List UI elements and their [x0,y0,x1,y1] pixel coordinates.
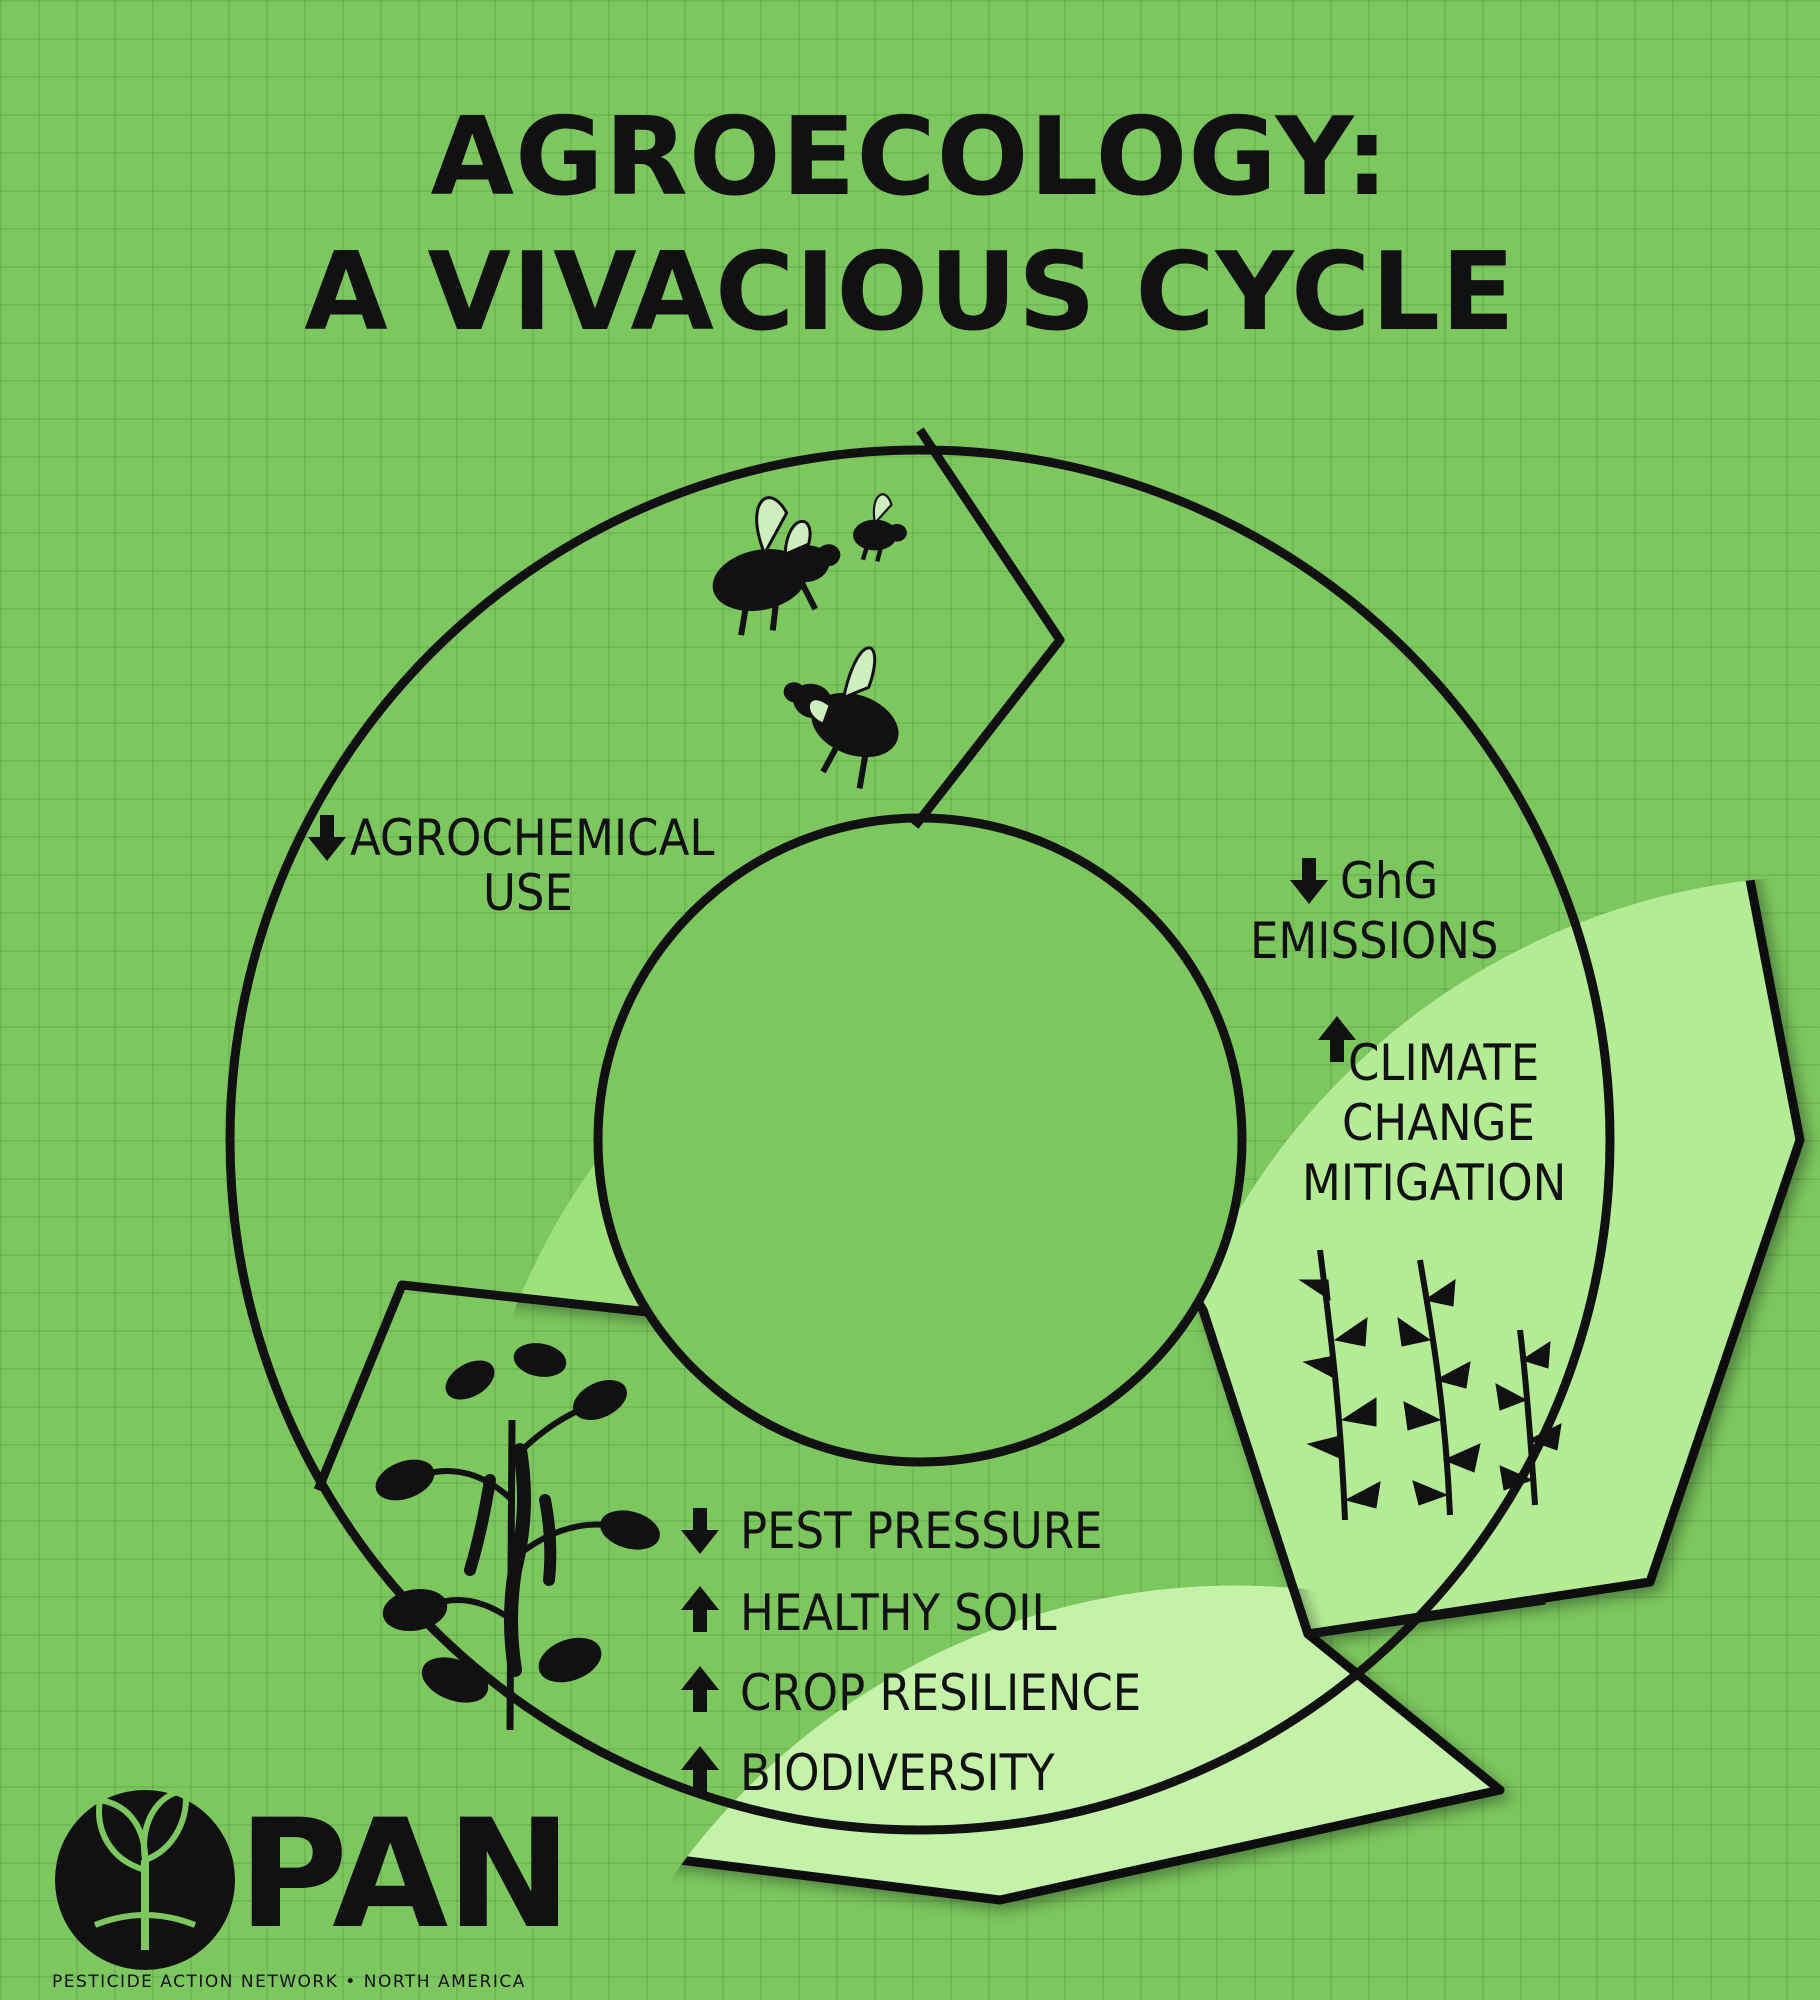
agrochemical-line-2: USE [483,864,573,922]
seam-right-arrow [1198,1308,1546,1639]
soil-item-2: HEALTHY SOIL [740,1584,1057,1642]
title-line-2: A VIVACIOUS CYCLE [304,230,1516,355]
soil-item-1: PEST PRESSURE [740,1502,1102,1560]
ferns-icon [1298,1249,1562,1521]
mitigation-line-3: MITIGATION [1302,1154,1566,1212]
mitigation-line-1: CLIMATE [1348,1034,1539,1092]
title-line-1: AGROECOLOGY: [430,95,1390,220]
soil-label-list: PEST PRESSURE HEALTHY SOIL CROP RESILIEN… [681,1502,1141,1802]
arrow-up-icon [1318,1016,1356,1062]
mitigation-line-2: CHANGE [1342,1094,1535,1152]
emissions-line-2: EMISSIONS [1250,912,1499,970]
emissions-line-1: GhG [1340,852,1438,910]
seedling-logo-icon [55,1786,235,1970]
seam-top-arrow [911,427,1065,829]
arrow-up-icon [681,1666,719,1712]
arrow-down-icon [681,1508,719,1554]
arrow-up-icon [681,1586,719,1632]
seam-left-arrow [313,1280,649,1492]
soil-item-4: BIODIVERSITY [740,1744,1055,1802]
mitigation-label: CLIMATE CHANGE MITIGATION [1302,1016,1566,1212]
bean-plant-icon [375,1343,660,1731]
agrochemical-line-1: AGROCHEMICAL [350,809,714,867]
soil-item-3: CROP RESILIENCE [740,1664,1141,1722]
ring-outer-outline [225,445,1615,1835]
arrow-up-icon [681,1746,719,1792]
bees-icon [712,493,907,789]
logo-subtitle: PESTICIDE ACTION NETWORK • NORTH AMERICA [52,1972,526,1992]
logo-wordmark: PAN [238,1788,572,1962]
emissions-label: GhG EMISSIONS [1250,852,1499,970]
arrow-down-icon [1290,858,1328,904]
arrow-down-icon [308,815,346,861]
agrochemical-label: AGROCHEMICAL USE [308,809,714,922]
ring-inner-hole [593,813,1247,1467]
